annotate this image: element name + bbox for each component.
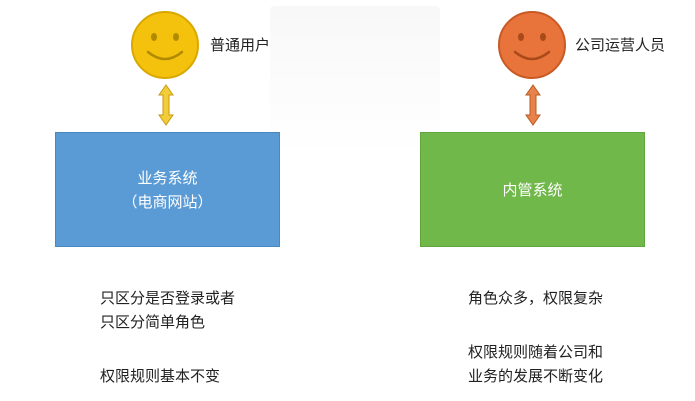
left-note-line-1: 只区分是否登录或者 — [100, 289, 236, 307]
smiley-face-icon-operations-staff — [497, 10, 567, 80]
internal-management-system-title: 内管系统 — [502, 180, 563, 199]
right-note-line-1: 角色众多，权限复杂 — [468, 289, 604, 307]
double-arrow-icon-left — [158, 84, 174, 126]
smiley-face-icon-ordinary-user — [130, 10, 200, 80]
business-system-subtitle: （电商网站） — [122, 192, 213, 211]
business-system-title: 业务系统 — [137, 168, 198, 187]
business-system-box: 业务系统 （电商网站） — [55, 132, 280, 247]
double-arrow-icon-right — [525, 84, 541, 126]
left-note-line-3: 权限规则基本不变 — [100, 367, 221, 385]
ordinary-user-label: 普通用户 — [210, 36, 271, 54]
right-note-line-2: 权限规则随着公司和 — [468, 343, 604, 361]
right-note-line-3: 业务的发展不断变化 — [468, 367, 604, 385]
internal-management-system-box: 内管系统 — [420, 132, 645, 247]
left-note-line-2: 只区分简单角色 — [100, 313, 206, 331]
operations-staff-label: 公司运营人员 — [575, 36, 666, 54]
background-shade — [270, 6, 440, 156]
